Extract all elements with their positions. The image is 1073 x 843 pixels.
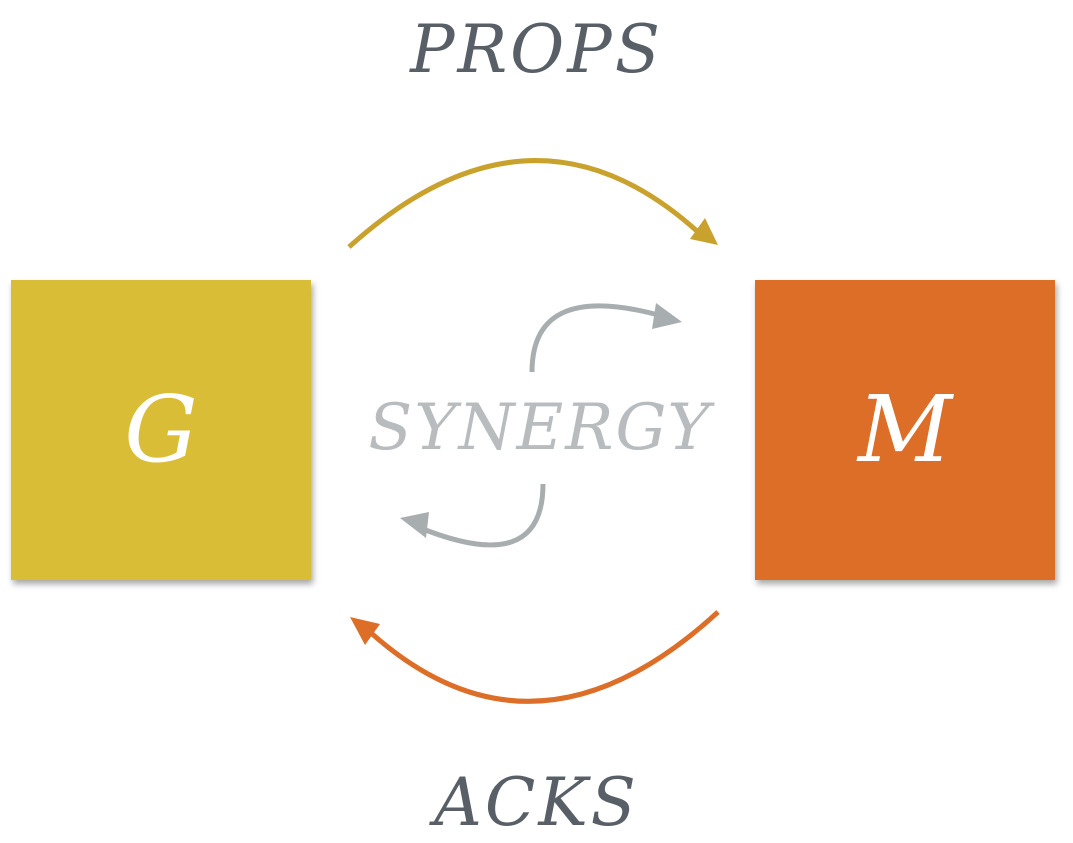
- node-g: G: [11, 280, 311, 580]
- props-arrow: [347, 158, 700, 249]
- synergy-label: SYNERGY: [368, 391, 712, 465]
- synergy-arrow-upper: [529, 303, 663, 373]
- node-m: M: [755, 280, 1055, 580]
- node-g-letter: G: [124, 376, 198, 483]
- synergy-arrowhead-upper: [652, 303, 682, 329]
- acks-arrow: [368, 610, 720, 704]
- synergy-arrowhead-lower: [400, 512, 429, 538]
- synergy-arrow-lower: [417, 483, 546, 548]
- acks-label: ACKS: [434, 764, 639, 841]
- acks-arrowhead: [350, 617, 380, 645]
- props-label: PROPS: [410, 11, 663, 88]
- props-arrowhead: [690, 218, 718, 245]
- node-m-letter: M: [857, 376, 953, 483]
